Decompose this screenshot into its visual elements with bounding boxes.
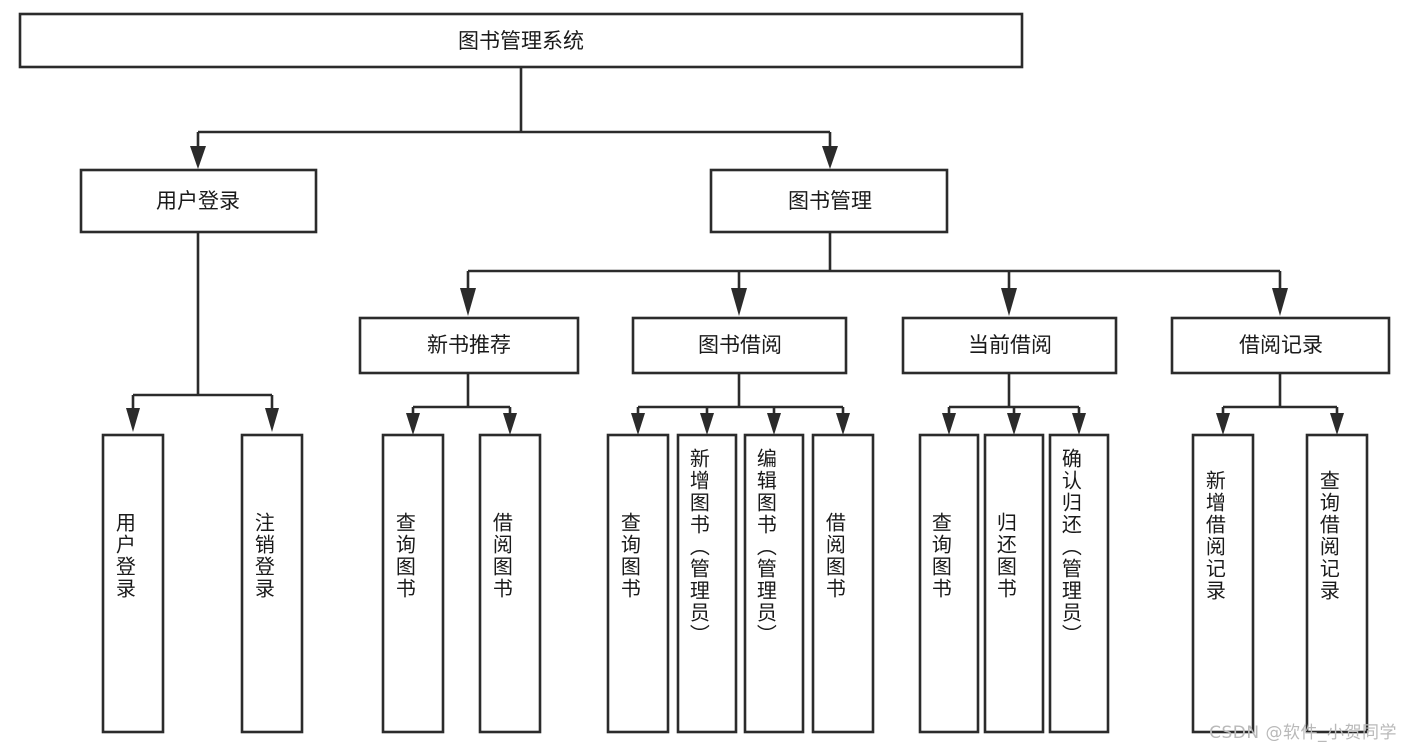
node-leaf-query-book-1-box[interactable] — [381, 433, 445, 734]
node-leaf-user-login-box[interactable] — [101, 433, 165, 734]
node-current-borrow[interactable]: 当前借阅 — [901, 316, 1118, 375]
node-book-borrow-box[interactable] — [631, 316, 848, 375]
node-leaf-query-book-2-box[interactable] — [606, 433, 670, 734]
node-leaf-return-book-box[interactable] — [983, 433, 1045, 734]
node-root-label: 图书管理系统 — [458, 29, 584, 53]
arrow-to-leaf-add-book — [700, 413, 714, 435]
node-new-book-recommend-box[interactable] — [358, 316, 580, 375]
node-leaf-confirm-return-box[interactable] — [1048, 433, 1110, 734]
node-leaf-query-book-3-box[interactable] — [918, 433, 980, 734]
node-leaf-borrow-book-1-box[interactable] — [478, 433, 542, 734]
node-leaf-user-logout-box[interactable] — [240, 433, 304, 734]
arrow-to-leaf-add-record — [1216, 413, 1230, 435]
node-book-management-label: 图书管理 — [788, 189, 872, 213]
arrow-to-new-book-recommend — [460, 288, 476, 316]
node-leaf-edit-book-box[interactable] — [743, 433, 805, 734]
node-new-book-recommend[interactable]: 新书推荐 — [358, 316, 580, 375]
arrow-to-book-management — [822, 146, 838, 169]
arrow-to-leaf-borrow-book-2 — [836, 413, 850, 435]
arrow-to-leaf-query-book-3 — [942, 413, 956, 435]
node-user-login-label: 用户登录 — [156, 189, 240, 213]
node-borrow-record-label: 借阅记录 — [1239, 333, 1323, 357]
csdn-watermark: CSDN @软件_小贺同学 — [1209, 723, 1397, 743]
node-root[interactable]: 图书管理系统 — [18, 12, 1024, 69]
node-book-borrow-label: 图书借阅 — [698, 333, 782, 357]
arrow-to-leaf-user-login — [126, 408, 140, 432]
node-borrow-record[interactable]: 借阅记录 — [1170, 316, 1391, 375]
arrow-to-current-borrow — [1001, 288, 1017, 316]
arrow-to-book-borrow — [731, 288, 747, 316]
arrow-to-leaf-return-book — [1007, 413, 1021, 435]
arrow-to-user-login — [190, 146, 206, 169]
arrow-to-leaf-borrow-book-1 — [503, 413, 517, 435]
node-leaf-add-record-box[interactable] — [1191, 433, 1255, 734]
arrow-to-leaf-query-record — [1330, 413, 1344, 435]
node-leaf-borrow-book-2-box[interactable] — [811, 433, 875, 734]
arrow-to-leaf-user-logout — [265, 408, 279, 432]
arrow-to-leaf-edit-book — [767, 413, 781, 435]
node-borrow-record-box[interactable] — [1170, 316, 1391, 375]
node-book-borrow[interactable]: 图书借阅 — [631, 316, 848, 375]
node-book-management[interactable]: 图书管理 — [709, 168, 949, 234]
arrow-to-borrow-record — [1272, 288, 1288, 316]
leaf-box-layer — [101, 433, 1369, 734]
node-leaf-add-book-box[interactable] — [676, 433, 738, 734]
node-user-login-box[interactable] — [79, 168, 318, 234]
node-leaf-query-record-box[interactable] — [1305, 433, 1369, 734]
connector-layer — [126, 67, 1344, 435]
arrow-to-leaf-query-book-2 — [631, 413, 645, 435]
node-user-login[interactable]: 用户登录 — [79, 168, 318, 234]
node-book-management-box[interactable] — [709, 168, 949, 234]
node-new-book-recommend-label: 新书推荐 — [427, 333, 511, 357]
arrow-to-leaf-confirm-return — [1072, 413, 1086, 435]
node-root-box[interactable] — [18, 12, 1024, 69]
node-current-borrow-label: 当前借阅 — [968, 333, 1052, 357]
arrow-to-leaf-query-book-1 — [406, 413, 420, 435]
node-current-borrow-box[interactable] — [901, 316, 1118, 375]
